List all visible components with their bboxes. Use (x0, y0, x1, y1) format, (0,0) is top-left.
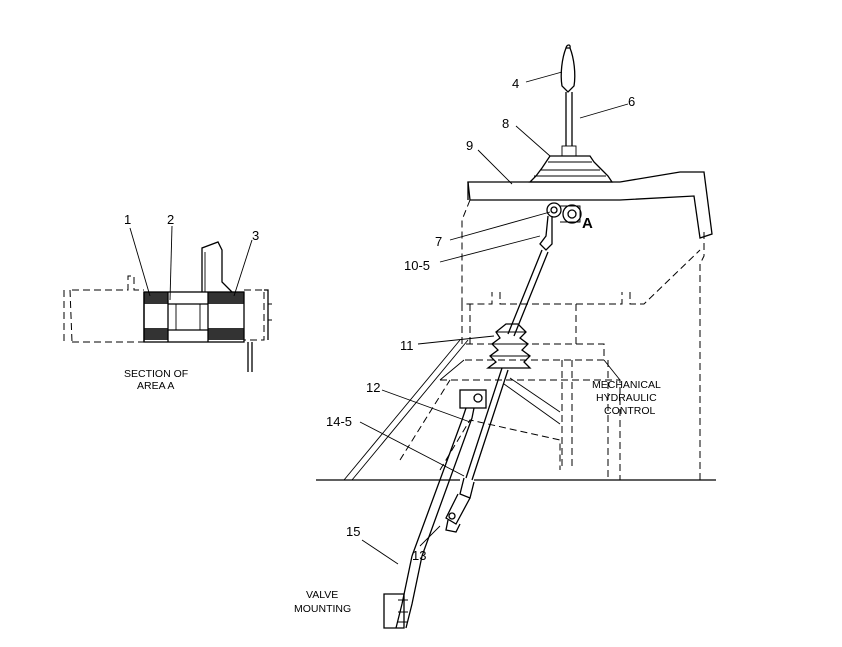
section-caption-line1: SECTION OF (124, 368, 188, 380)
callout-2: 2 (167, 212, 174, 227)
callout-11: 11 (400, 338, 414, 353)
section-caption-line2: AREA A (137, 380, 174, 392)
callout-9: 9 (466, 138, 473, 153)
control-caption-line2: HYDRAULIC (596, 392, 657, 404)
valve-caption-line1: VALVE (306, 589, 338, 601)
callout-8: 8 (502, 116, 509, 131)
callout-1: 1 (124, 212, 131, 227)
callout-10-5: 10-5 (404, 258, 430, 273)
callout-13: 13 (412, 548, 426, 563)
control-caption-line3: CONTROL (604, 405, 655, 417)
callout-12: 12 (366, 380, 380, 395)
callout-6: 6 (628, 94, 635, 109)
callout-15: 15 (346, 524, 360, 539)
valve-caption-line2: MOUNTING (294, 603, 351, 615)
callout-7: 7 (435, 234, 442, 249)
control-lever-assembly (316, 44, 716, 629)
callout-4: 4 (512, 76, 519, 91)
callout-14-5: 14-5 (326, 414, 352, 429)
callout-a: A (582, 215, 593, 232)
control-caption-line1: MECHANICAL (592, 379, 661, 391)
section-area-a (63, 225, 272, 372)
callout-3: 3 (252, 228, 259, 243)
